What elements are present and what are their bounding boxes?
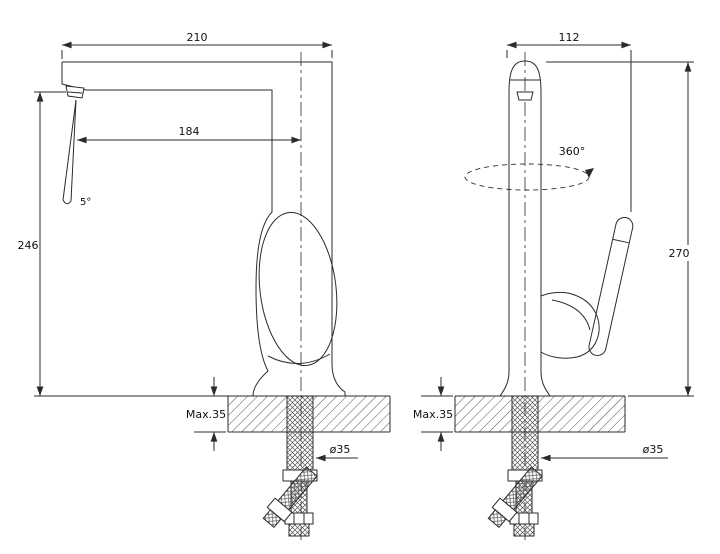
spout-and-body-outline	[62, 61, 346, 396]
aerator-side	[516, 91, 534, 101]
dim-hole-label: ø35	[330, 443, 351, 456]
threaded-shank	[511, 395, 539, 471]
dim-reach-label: 184	[179, 125, 200, 138]
dim-angle-label: 5°	[80, 197, 91, 208]
dim-max-label: Max.35	[186, 408, 226, 421]
dim-height-label: 246	[18, 239, 39, 252]
lever-detail-line	[613, 238, 629, 244]
dim-hole-front: ø35	[316, 443, 358, 462]
dim-rotation-label: 360°	[559, 145, 586, 158]
angle-line-inner	[70, 99, 77, 202]
angle-arc	[62, 199, 72, 205]
faucet-outline-front	[61, 61, 346, 397]
threaded-shank	[286, 395, 314, 471]
handle-mount	[540, 292, 600, 359]
hose-end	[262, 509, 282, 529]
countertop-side	[454, 395, 626, 433]
undermount-side	[487, 395, 543, 537]
side-view: 360° 112 270	[413, 31, 694, 540]
handle-lever	[588, 216, 634, 357]
dim-hole-side: ø35	[541, 443, 668, 462]
deck-hatch-right	[538, 396, 625, 432]
spray-angle-indicator: 5°	[62, 99, 91, 208]
handle-mount-detail	[551, 299, 591, 331]
supply-hose-diagonal	[262, 466, 318, 529]
rotation-ellipse	[464, 163, 590, 191]
hose-end	[288, 523, 310, 537]
spout-tip-cap	[508, 60, 542, 93]
undermount-front	[262, 395, 318, 537]
dim-hole-label: ø35	[643, 443, 664, 456]
hose-end	[513, 523, 535, 537]
dim-width-label: 112	[559, 31, 580, 44]
body-right-edge	[540, 92, 551, 397]
dim-max35-side: Max.35	[413, 377, 453, 451]
body-left-edge	[499, 92, 510, 397]
deck-hatch-left	[228, 396, 287, 432]
angle-line-outer	[62, 99, 77, 201]
dim-112: 112	[506, 31, 632, 212]
dim-max35-front: Max.35	[186, 377, 226, 451]
dim-246: 246	[18, 91, 230, 397]
spout-underside-outline	[61, 62, 273, 397]
handle-contour-front	[258, 211, 338, 367]
aerator-detail-line	[67, 91, 83, 94]
deck-hatch-left	[455, 396, 512, 432]
dim-width-label: 210	[187, 31, 208, 44]
dim-height-label: 270	[669, 247, 690, 260]
rotation-arrow	[585, 168, 594, 178]
dim-max-label: Max.35	[413, 408, 453, 421]
supply-hose-diagonal	[487, 466, 543, 529]
dim-270: 270	[546, 61, 694, 397]
deck-hatch-right	[313, 396, 390, 432]
dim-184: 184	[77, 125, 301, 144]
faucet-outline-side	[499, 60, 634, 397]
hose-end	[487, 509, 507, 529]
rotation-indicator: 360°	[464, 145, 594, 191]
dim-210: 210	[61, 31, 333, 59]
cartridge-arc	[267, 353, 331, 365]
front-view: 5° 210 184 246	[18, 31, 391, 540]
